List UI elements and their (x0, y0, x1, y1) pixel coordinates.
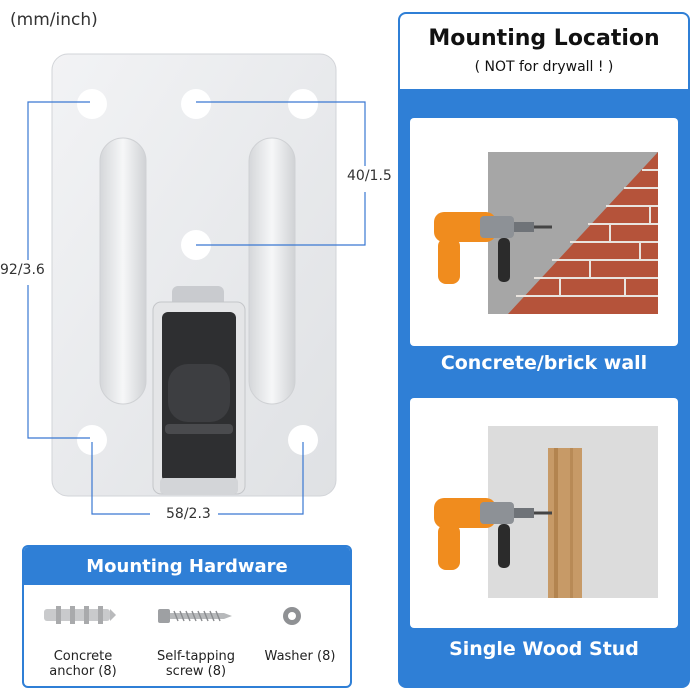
mounting-hole (77, 425, 107, 455)
mounting-hole (77, 89, 107, 119)
hardware-header: Mounting Hardware (24, 547, 350, 585)
plate-slot-left (99, 137, 147, 405)
hardware-item-screw: Self-tapping screw (8) (142, 649, 250, 679)
mounting-hole (288, 89, 318, 119)
hardware-item-label: screw (8) (165, 664, 227, 679)
location-title: Mounting Location (428, 26, 660, 51)
hardware-item-label: Concrete (53, 649, 113, 664)
plate-slot-right (248, 137, 296, 405)
dimension-horizontal-span: 58/2.3 (166, 506, 211, 522)
units-label: (mm/inch) (10, 10, 98, 30)
screw-icon (158, 609, 232, 623)
dimension-lines (27, 101, 366, 515)
anchor-icon (44, 606, 116, 624)
hardware-item-label: Self-tapping (156, 649, 236, 664)
mounting-plate-diagram (27, 53, 366, 515)
hardware-item-label: Washer (8) (264, 649, 336, 664)
mounting-hardware-panel: Mounting Hardware Concrete anchor (8) Se… (22, 545, 352, 688)
hardware-item-anchor: Concrete anchor (8) (24, 649, 142, 679)
concrete-brick-image (410, 118, 678, 346)
mounting-hole (181, 89, 211, 119)
wood-stud-image (410, 398, 678, 628)
wood-stud (548, 448, 582, 598)
hardware-title: Mounting Hardware (86, 556, 288, 577)
mounting-location-panel: Mounting Location ( NOT for drywall ! ) (398, 12, 690, 688)
dimension-vertical-span: 92/3.6 (0, 262, 45, 278)
concrete-brick-label: Concrete/brick wall (440, 352, 648, 374)
brick-wall (508, 152, 658, 314)
dimension-top-to-center: 40/1.5 (347, 168, 392, 184)
location-subtitle: ( NOT for drywall ! ) (474, 59, 614, 75)
hardware-item-washer: Washer (8) (250, 649, 350, 664)
drill-icon (434, 212, 552, 284)
washer-icon (283, 607, 301, 625)
hardware-item-label: anchor (8) (49, 664, 117, 679)
mounting-hole (288, 425, 318, 455)
wood-stud-label: Single Wood Stud (449, 638, 639, 660)
location-header: Mounting Location ( NOT for drywall ! ) (400, 14, 688, 89)
drill-icon (434, 498, 552, 570)
